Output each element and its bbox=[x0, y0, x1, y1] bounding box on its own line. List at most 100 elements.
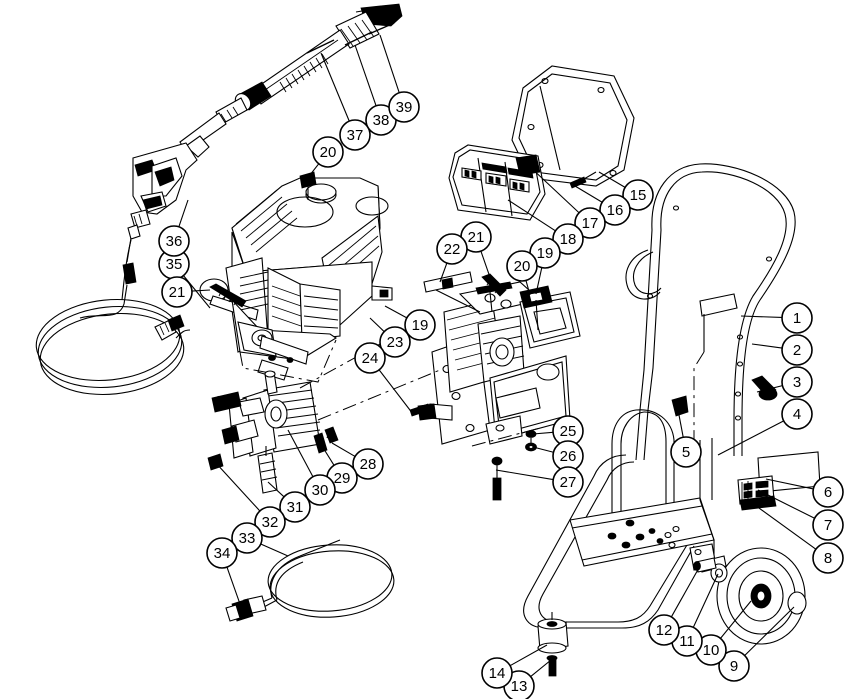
callout-circle bbox=[354, 342, 386, 374]
callout-circle bbox=[352, 448, 384, 480]
callout-circle bbox=[812, 509, 844, 541]
callout-12-axle-pin[interactable]: 12 bbox=[648, 614, 680, 646]
callout-circle bbox=[599, 194, 631, 226]
leader-line-39 bbox=[379, 34, 400, 93]
callout-circle bbox=[312, 136, 344, 168]
leader-line-22 bbox=[439, 262, 448, 283]
leader-line-34 bbox=[226, 566, 241, 605]
leader-line-11 bbox=[692, 573, 719, 628]
leader-line-28 bbox=[331, 442, 356, 457]
leader-line-2 bbox=[751, 343, 783, 349]
callout-circle bbox=[379, 326, 411, 358]
engine-assembly-left bbox=[199, 171, 431, 417]
leader-line-6 bbox=[765, 478, 814, 490]
callout-14-foot-pad[interactable]: 14 bbox=[481, 657, 513, 689]
callout-39-nozzle-tip[interactable]: 39 bbox=[388, 91, 420, 123]
leader-line-13 bbox=[530, 659, 552, 677]
callout-circle bbox=[339, 119, 371, 151]
leader-line-26 bbox=[532, 446, 554, 453]
cart-frame-assembly bbox=[523, 163, 796, 677]
leader-line-8 bbox=[751, 502, 817, 550]
callout-leader-lines bbox=[178, 34, 817, 677]
callout-circle bbox=[254, 506, 286, 538]
callout-circle bbox=[781, 398, 813, 430]
callout-6-decal-warning[interactable]: 6 bbox=[812, 476, 844, 508]
leader-line-9 bbox=[744, 606, 795, 656]
callout-circle bbox=[812, 542, 844, 574]
callout-34-siphon-filter[interactable]: 34 bbox=[206, 537, 238, 569]
leader-line-15 bbox=[598, 171, 626, 188]
callout-circle bbox=[158, 225, 190, 257]
callout-circle bbox=[404, 309, 436, 341]
leader-line-7 bbox=[757, 489, 815, 519]
callout-8-decal-model[interactable]: 8 bbox=[812, 542, 844, 574]
callout-circle bbox=[161, 276, 193, 308]
callout-21-hex-bolt[interactable]: 21 bbox=[161, 276, 193, 308]
leader-line-16 bbox=[574, 185, 603, 203]
detergent-siphon-hose bbox=[225, 539, 395, 622]
leader-line-23 bbox=[369, 317, 385, 333]
callout-circle bbox=[506, 250, 538, 282]
leader-line-24 bbox=[378, 369, 414, 415]
leader-line-29 bbox=[321, 445, 335, 466]
callout-2-handle-lower-tube[interactable]: 2 bbox=[781, 334, 813, 366]
callout-28-pump-bolt-long[interactable]: 28 bbox=[352, 448, 384, 480]
leader-line-38 bbox=[354, 44, 377, 107]
callout-circle bbox=[481, 657, 513, 689]
callout-circle bbox=[781, 302, 813, 334]
callout-36-spray-gun[interactable]: 36 bbox=[158, 225, 190, 257]
leader-line-32 bbox=[214, 461, 261, 512]
pump-assembly bbox=[207, 321, 441, 494]
callout-circle bbox=[781, 334, 813, 366]
callout-circle bbox=[622, 179, 654, 211]
leader-line-27 bbox=[495, 469, 554, 481]
callout-7-decal-instruction[interactable]: 7 bbox=[812, 509, 844, 541]
callout-circle bbox=[781, 366, 813, 398]
decal-set bbox=[737, 451, 821, 511]
wheel-assembly bbox=[693, 547, 807, 645]
callout-circle bbox=[574, 207, 606, 239]
high-pressure-hose bbox=[35, 237, 191, 396]
callout-circle bbox=[304, 474, 336, 506]
leader-line-5 bbox=[678, 414, 684, 438]
leader-line-10 bbox=[720, 600, 752, 639]
callout-19-bracket-mount[interactable]: 19 bbox=[404, 309, 436, 341]
callout-circle bbox=[812, 476, 844, 508]
leader-line-21 bbox=[191, 289, 211, 292]
leader-line-30 bbox=[287, 429, 314, 478]
callout-20-isolator-mount[interactable]: 20 bbox=[506, 250, 538, 282]
leader-line-19 bbox=[384, 305, 408, 319]
callout-5-frame-clip[interactable]: 5 bbox=[670, 436, 702, 468]
callout-22-tie-strap[interactable]: 22 bbox=[436, 233, 468, 265]
leader-line-20 bbox=[525, 280, 531, 296]
leader-line-12 bbox=[670, 565, 701, 618]
callout-circle bbox=[436, 233, 468, 265]
leader-line-19 bbox=[535, 267, 543, 295]
leader-line-31 bbox=[267, 481, 285, 498]
callout-4-handle-bracket[interactable]: 4 bbox=[781, 398, 813, 430]
callout-circle bbox=[552, 223, 584, 255]
callout-27-hex-screw[interactable]: 27 bbox=[552, 466, 584, 498]
leader-line-33 bbox=[260, 543, 289, 557]
callout-1-handle-upper-tube[interactable]: 1 bbox=[781, 302, 813, 334]
leader-line-14 bbox=[509, 644, 548, 667]
leader-line-25 bbox=[532, 431, 554, 435]
leader-line-3 bbox=[756, 385, 783, 393]
callout-30-pump-assembly[interactable]: 30 bbox=[304, 474, 336, 506]
leader-line-20 bbox=[305, 163, 320, 181]
leader-line-36 bbox=[178, 199, 189, 227]
callout-37-lance-extension[interactable]: 37 bbox=[339, 119, 371, 151]
callout-20-isolator-mount[interactable]: 20 bbox=[312, 136, 344, 168]
callout-circle bbox=[279, 491, 311, 523]
callout-circle bbox=[670, 436, 702, 468]
callout-circle bbox=[552, 466, 584, 498]
callout-3-handle-knob-screw[interactable]: 3 bbox=[781, 366, 813, 398]
callout-circle bbox=[648, 614, 680, 646]
leader-line-4 bbox=[717, 420, 784, 456]
callout-24-pump-shaft-key[interactable]: 24 bbox=[354, 342, 386, 374]
engine-assembly-right bbox=[417, 271, 581, 501]
leader-line-17 bbox=[527, 164, 580, 214]
callout-circle bbox=[388, 91, 420, 123]
